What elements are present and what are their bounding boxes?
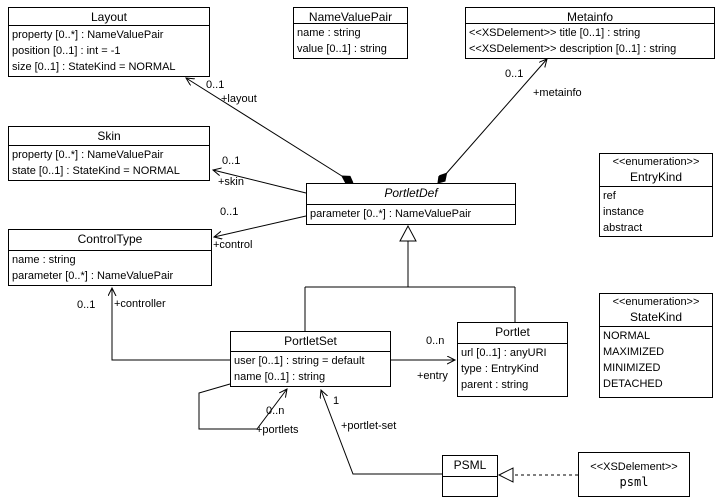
class-portletset: PortletSet user [0..1] : string = defaul… — [230, 331, 391, 387]
stereotype-label: <<XSDelement>> — [590, 461, 678, 473]
multiplicity-label: 0..n — [426, 335, 445, 347]
enumeration-statekind-literals: NORMAL MAXIMIZED MINIMIZED DETACHED — [600, 327, 712, 397]
attribute: parameter [0..*] : NameValuePair — [310, 208, 472, 220]
role-label: +controller — [114, 298, 166, 310]
multiplicity-label: 0..1 — [220, 206, 239, 218]
class-controltype-title: ControlType — [9, 230, 211, 251]
class-namevaluepair-attributes: name : string value [0..1] : string — [294, 24, 407, 58]
class-psml-attributes — [443, 477, 497, 496]
class-controltype: ControlType name : string parameter [0..… — [8, 229, 212, 286]
attribute: user [0..1] : string = default — [234, 355, 365, 367]
generalization-lines — [304, 241, 516, 331]
attribute: size [0..1] : StateKind = NORMAL — [12, 61, 176, 73]
enumeration-statekind-title: StateKind — [629, 310, 683, 324]
role-label: +portlets — [256, 424, 299, 436]
attribute: name [0..1] : string — [234, 371, 326, 383]
class-controltype-attributes: name : string parameter [0..*] : NameVal… — [9, 251, 211, 285]
association-control-line — [214, 215, 307, 237]
composition-metainfo-line — [438, 59, 547, 183]
attribute: name : string — [12, 254, 76, 266]
class-namevaluepair: NameValuePair name : string value [0..1]… — [293, 7, 408, 59]
multiplicity-label: 0..1 — [206, 79, 225, 91]
multiplicity-label: 0..1 — [505, 68, 524, 80]
class-portletdef-title: PortletDef — [307, 184, 515, 205]
class-skin-attributes: property [0..*] : NameValuePair state [0… — [9, 146, 209, 180]
attribute: property [0..*] : NameValuePair — [12, 149, 164, 161]
attribute: url [0..1] : anyURI — [461, 347, 547, 359]
attribute: parent : string — [461, 379, 529, 391]
multiplicity-label: 0..1 — [77, 299, 96, 311]
role-label: +entry — [417, 370, 448, 382]
class-metainfo: Metainfo <<XSDelement>> title [0..1] : s… — [465, 7, 715, 59]
stereotype-label: <<enumeration>> — [612, 156, 700, 168]
composition-layout-line — [186, 78, 353, 183]
enum-literal: DETACHED — [603, 378, 663, 390]
role-label: +skin — [218, 176, 244, 188]
enumeration-statekind-header: <<enumeration>> StateKind — [600, 294, 712, 327]
class-metainfo-attributes: <<XSDelement>> title [0..1] : string <<X… — [466, 24, 714, 58]
enum-literal: ref — [603, 190, 616, 202]
enumeration-entrykind: <<enumeration>> EntryKind ref instance a… — [599, 153, 713, 237]
enumeration-entrykind-title: EntryKind — [629, 170, 683, 184]
attribute: name : string — [297, 27, 361, 39]
attribute: value [0..1] : string — [297, 43, 387, 55]
attribute: type : EntryKind — [461, 363, 539, 375]
class-namevaluepair-title: NameValuePair — [294, 8, 407, 24]
role-label: +layout — [221, 93, 257, 105]
attribute: parameter [0..*] : NameValuePair — [12, 270, 174, 282]
element-psml: <<XSDelement>> psml — [578, 452, 690, 497]
role-label: +portlet-set — [341, 420, 397, 432]
class-skin: Skin property [0..*] : NameValuePair sta… — [8, 126, 210, 181]
attribute: property [0..*] : NameValuePair — [12, 29, 164, 41]
realization-triangle-icon — [497, 467, 514, 483]
class-layout-attributes: property [0..*] : NameValuePair position… — [9, 26, 209, 76]
attribute: <<XSDelement>> description [0..1] : stri… — [469, 43, 677, 55]
class-portlet: Portlet url [0..1] : anyURI type : Entry… — [457, 322, 568, 397]
association-skin-line — [213, 170, 307, 194]
enumeration-statekind: <<enumeration>> StateKind NORMAL MAXIMIZ… — [599, 293, 713, 398]
enum-literal: NORMAL — [603, 330, 651, 342]
multiplicity-label: 0..n — [266, 405, 285, 417]
enumeration-entrykind-header: <<enumeration>> EntryKind — [600, 154, 712, 187]
class-skin-title: Skin — [9, 127, 209, 146]
attribute: state [0..1] : StateKind = NORMAL — [12, 165, 180, 177]
class-portletdef-attributes: parameter [0..*] : NameValuePair — [307, 205, 515, 224]
class-layout-title: Layout — [9, 8, 209, 26]
association-controller-line — [112, 288, 230, 361]
attribute: position [0..1] : int = -1 — [12, 45, 121, 57]
class-metainfo-title: Metainfo — [466, 8, 714, 24]
stereotype-label: <<enumeration>> — [612, 296, 700, 308]
class-layout: Layout property [0..*] : NameValuePair p… — [8, 7, 210, 77]
association-portlet-set-line — [321, 390, 442, 475]
association-portlets-line — [198, 383, 287, 430]
generalization-triangle-icon — [399, 224, 417, 242]
enumeration-entrykind-literals: ref instance abstract — [600, 187, 712, 237]
class-portlet-title: Portlet — [458, 323, 567, 344]
multiplicity-label: 1 — [333, 395, 340, 407]
attribute: <<XSDelement>> title [0..1] : string — [469, 27, 641, 39]
multiplicity-label: 0..1 — [222, 155, 241, 167]
enum-literal: instance — [603, 206, 644, 218]
class-portletset-title: PortletSet — [231, 332, 390, 352]
element-psml-title: psml — [619, 475, 649, 489]
class-portletset-attributes: user [0..1] : string = default name [0..… — [231, 352, 390, 386]
class-portlet-attributes: url [0..1] : anyURI type : EntryKind par… — [458, 344, 567, 396]
enum-literal: MAXIMIZED — [603, 346, 665, 358]
enum-literal: MINIMIZED — [603, 362, 661, 374]
enum-literal: abstract — [603, 222, 643, 234]
class-psml-title: PSML — [443, 456, 497, 477]
role-label: +control — [213, 239, 253, 251]
role-label: +metainfo — [533, 87, 582, 99]
class-portletdef: PortletDef parameter [0..*] : NameValueP… — [306, 183, 516, 225]
class-psml: PSML — [442, 455, 498, 497]
